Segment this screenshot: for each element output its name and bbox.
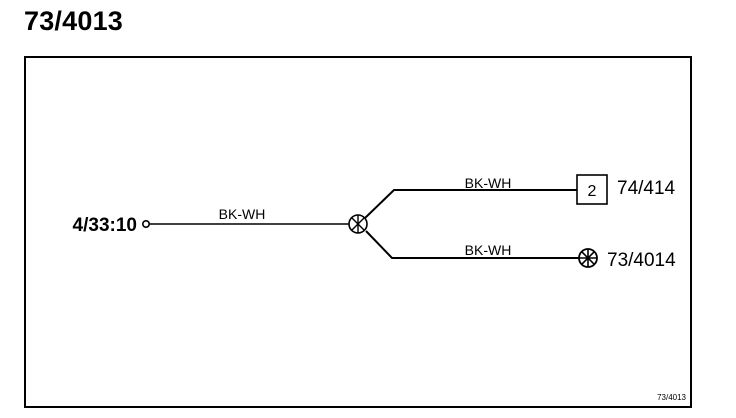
wire-lower-label: BK-WH xyxy=(465,242,512,258)
connector-box-icon xyxy=(576,174,608,205)
page-title: 73/4013 xyxy=(24,6,123,36)
target-lower-label: 73/4014 xyxy=(607,250,676,271)
terminal-star-icon xyxy=(578,248,598,268)
splice-icon xyxy=(348,214,368,234)
connector-number: 2 xyxy=(588,183,597,200)
wire-upper-label: BK-WH xyxy=(465,175,512,191)
wire-lower-branch xyxy=(365,230,579,259)
wire-upper-branch xyxy=(364,189,577,219)
footer-reference: 73/4013 xyxy=(657,393,686,402)
target-upper-label: 74/414 xyxy=(617,178,676,199)
source-terminal-icon xyxy=(142,220,151,229)
diagram-frame xyxy=(24,56,692,408)
source-label: 4/33:10 xyxy=(73,215,137,236)
wire-main-label: BK-WH xyxy=(219,206,266,222)
